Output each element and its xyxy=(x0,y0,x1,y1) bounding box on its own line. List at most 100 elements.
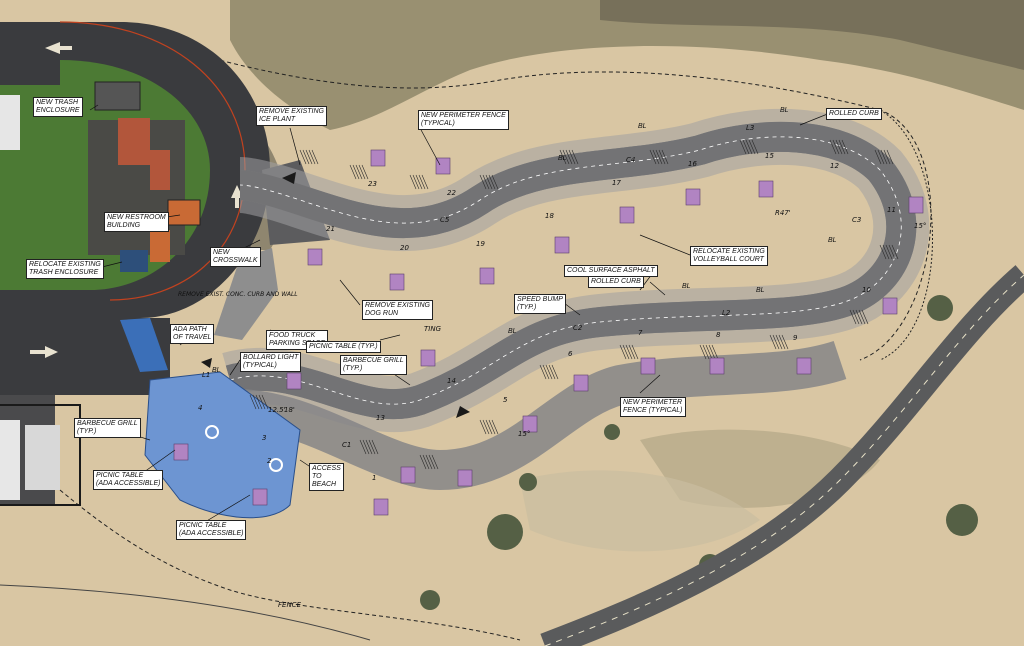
stall-number-16: 16 xyxy=(688,160,697,168)
hatch-line xyxy=(748,139,756,155)
bl-label-5: BL xyxy=(682,283,691,290)
hatch-line xyxy=(565,149,573,165)
hatch-line xyxy=(879,244,887,260)
hatch-line xyxy=(311,149,319,165)
stall-number-3: 3 xyxy=(262,434,266,442)
perimeter-fence-top xyxy=(199,54,932,361)
rv-2 xyxy=(25,425,60,490)
hatch-line xyxy=(559,149,567,165)
picnic-table xyxy=(573,374,589,392)
stall-number-17: 17 xyxy=(612,179,621,187)
hatch-line xyxy=(479,419,487,435)
hatch-line xyxy=(705,344,713,360)
hatch-line xyxy=(751,139,759,155)
hatch-line xyxy=(431,454,439,470)
c1-label: C1 xyxy=(342,441,351,449)
callout-relocate-trash: RELOCATE EXISTING TRASH ENCLOSURE xyxy=(26,259,104,279)
hatch-line xyxy=(622,344,630,360)
hatch-line xyxy=(542,364,550,380)
hatch-line xyxy=(418,174,426,190)
hatch-line xyxy=(891,244,899,260)
food-truck-space xyxy=(214,248,278,340)
c3-label: C3 xyxy=(852,216,861,224)
picnic-table xyxy=(709,357,725,375)
bl-label-3: BL xyxy=(558,155,567,162)
dune-patch-2 xyxy=(520,470,760,552)
hatch-line xyxy=(305,149,313,165)
road-centerline xyxy=(229,136,902,405)
hatch-line xyxy=(711,344,719,360)
callout-new-trash-enclosure: NEW TRASH ENCLOSURE xyxy=(33,97,83,117)
picnic-table xyxy=(479,267,495,285)
fence-line-bottom xyxy=(59,489,521,641)
callout-bollard-light: BOLLARD LIGHT (TYPICAL) xyxy=(240,352,302,372)
ting-label: TING xyxy=(424,325,442,333)
stall-number-4: 4 xyxy=(198,404,202,412)
stall-number-8: 8 xyxy=(716,331,721,339)
trash-enclosure-pad xyxy=(94,81,141,111)
dim-12-5: 12.5' xyxy=(268,406,286,414)
hatch-line xyxy=(419,454,427,470)
c4-label: C4 xyxy=(626,156,635,164)
picnic-table xyxy=(796,357,812,375)
hatch-line xyxy=(479,174,487,190)
stall-hatching xyxy=(249,139,899,470)
hatch-line xyxy=(885,244,893,260)
stall-number-9: 9 xyxy=(793,334,798,342)
hatch-line xyxy=(883,149,891,165)
hatch-line xyxy=(631,344,639,360)
hatch-line xyxy=(838,139,846,155)
hatch-line xyxy=(769,334,777,350)
stall-number-11: 11 xyxy=(887,206,896,214)
stall-number-12: 12 xyxy=(830,162,839,170)
hatch-line xyxy=(886,149,894,165)
hatch-line xyxy=(858,309,866,325)
hatch-line xyxy=(619,344,627,360)
hatch-line xyxy=(888,244,896,260)
hillside-brush-dark xyxy=(600,0,1024,70)
callout-picnic-ada-2: PICNIC TABLE (ADA ACCESSIBLE) xyxy=(176,520,247,540)
structure-nw xyxy=(0,95,20,150)
bike-path-centerline xyxy=(544,274,1024,646)
callout-new-crosswalk: NEW CROSSWALK xyxy=(210,247,261,267)
hatch-line xyxy=(482,419,490,435)
callout-access-to-beach: ACCESS TO BEACH xyxy=(309,463,344,491)
stall-number-6: 6 xyxy=(568,350,573,358)
hatch-line xyxy=(255,394,263,410)
picnic-table xyxy=(252,488,268,506)
lower-parking-row xyxy=(217,340,847,491)
hatch-line xyxy=(258,394,266,410)
hatch-line xyxy=(548,364,556,380)
rv-1 xyxy=(0,420,20,500)
hillside-brush xyxy=(230,0,1024,130)
l1-label: L1 xyxy=(202,371,210,379)
picnic-table xyxy=(457,469,473,487)
stall-number-14: 14 xyxy=(447,377,456,385)
callout-relocate-volleyball: RELOCATE EXISTING VOLLEYBALL COURT xyxy=(690,246,768,266)
hatch-line xyxy=(852,309,860,325)
hatch-line xyxy=(882,244,890,260)
dim-18: 18' xyxy=(284,406,295,414)
picnic-table xyxy=(619,206,635,224)
hatch-line xyxy=(652,149,660,165)
bl-label-2: BL xyxy=(780,107,789,114)
hatch-line xyxy=(421,174,429,190)
hatch-line xyxy=(422,454,430,470)
hatch-line xyxy=(362,439,370,455)
hatch-line xyxy=(428,454,436,470)
callout-speed-bump: SPEED BUMP (TYP.) xyxy=(514,294,566,314)
stall-number-13: 13 xyxy=(376,414,385,422)
hatch-line xyxy=(545,364,553,380)
stall-number-7: 7 xyxy=(638,329,643,337)
stall-number-2: 2 xyxy=(267,457,272,465)
hatch-line xyxy=(880,149,888,165)
callout-barbecue-grill-center: BARBECUE GRILL (TYP.) xyxy=(340,355,407,375)
stall-number-20: 20 xyxy=(400,244,409,252)
hatch-line xyxy=(488,174,496,190)
hatch-line xyxy=(368,439,376,455)
hatch-line xyxy=(661,149,669,165)
l3-label: L3 xyxy=(746,124,754,132)
l2-label: L2 xyxy=(722,309,731,317)
